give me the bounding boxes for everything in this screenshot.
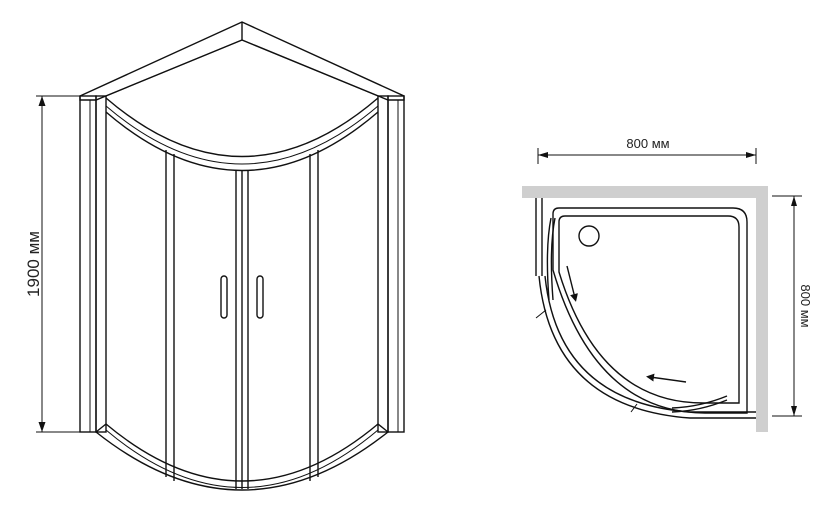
width-dimension-label: 800 мм: [626, 136, 669, 151]
side-wall: [756, 186, 768, 432]
plan-view: 800 мм 800 мм: [522, 136, 813, 432]
top-curved-rail: [105, 97, 379, 172]
slide-direction-arrow-icon: [646, 373, 687, 383]
slide-direction-arrow-icon: [566, 265, 578, 302]
left-profile: [535, 198, 543, 276]
height-dimension-label: 1900 мм: [24, 231, 43, 297]
slide-arrows: [566, 265, 687, 383]
depth-dimension: 800 мм: [772, 195, 813, 417]
back-wall: [522, 186, 768, 198]
corner-walls: [522, 186, 768, 432]
perspective-view: 1900 мм: [24, 21, 405, 491]
width-dimension: 800 мм: [537, 136, 757, 164]
height-dimension: 1900 мм: [24, 95, 80, 433]
glass-panels: [165, 150, 319, 489]
curved-glass-plan: [535, 275, 756, 419]
depth-dimension-label: 800 мм: [798, 284, 813, 327]
shower-tray: [552, 207, 748, 414]
door-handles: [220, 275, 264, 319]
door-handle-icon: [220, 275, 228, 319]
right-wall-profile: [377, 95, 405, 433]
door-handle-icon: [256, 275, 264, 319]
sliding-doors-plan: [546, 217, 728, 413]
enclosure-top: [79, 21, 405, 101]
left-wall-profile: [79, 95, 107, 433]
drain-icon: [578, 225, 600, 247]
